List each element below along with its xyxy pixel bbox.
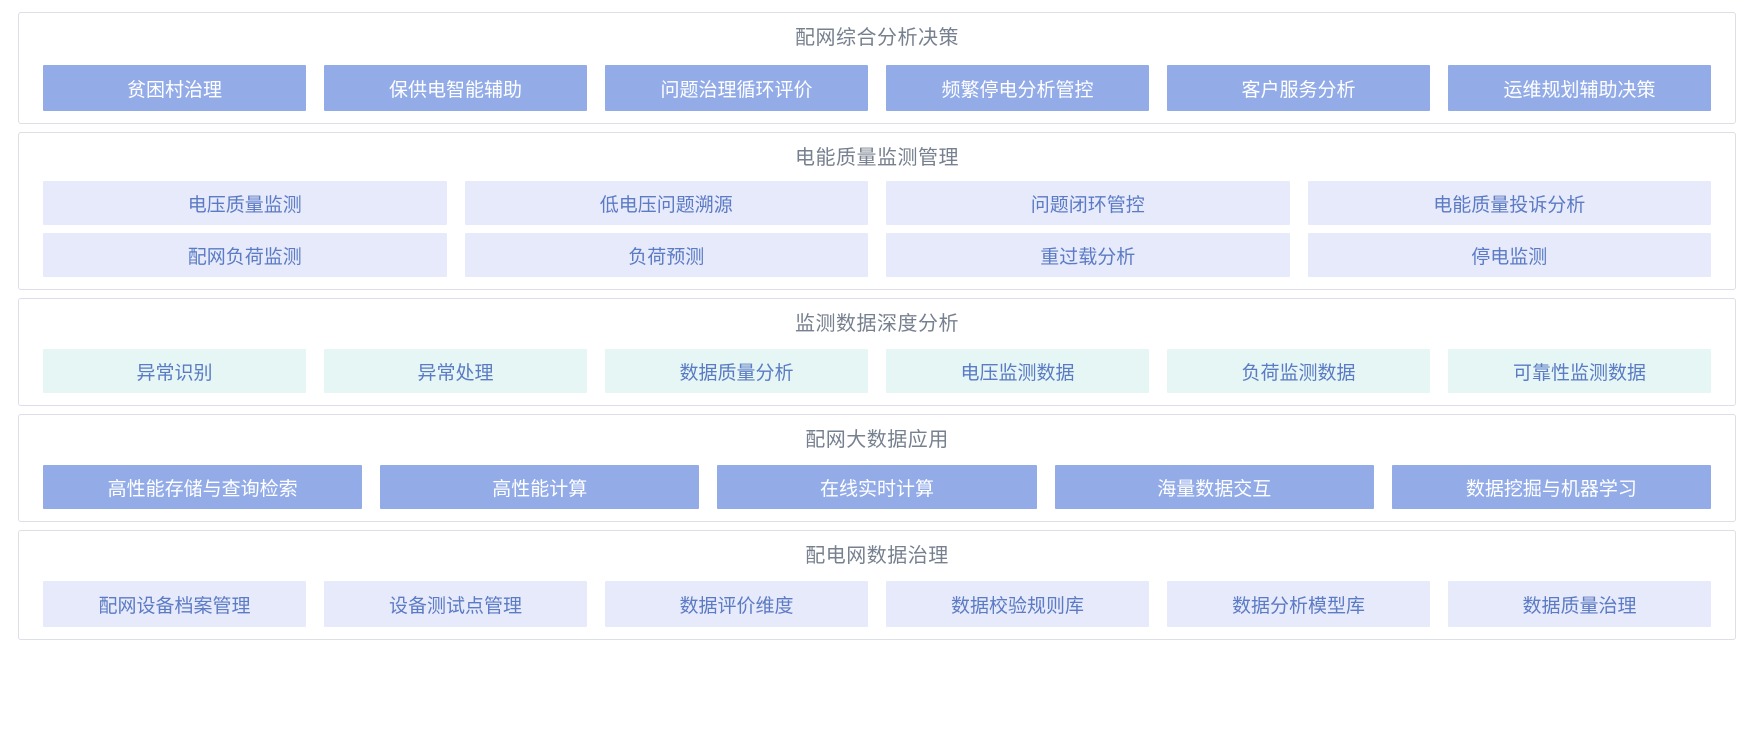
panel-1: 配网综合分析决策贫困村治理保供电智能辅助问题治理循环评价频繁停电分析管控客户服务… [18, 12, 1736, 124]
module-button[interactable]: 数据校验规则库 [886, 581, 1149, 627]
panel-title: 配网综合分析决策 [795, 27, 959, 49]
module-button[interactable]: 运维规划辅助决策 [1448, 65, 1711, 111]
panel-4: 配网大数据应用高性能存储与查询检索高性能计算在线实时计算海量数据交互数据挖掘与机… [18, 414, 1736, 522]
module-button[interactable]: 电压质量监测 [43, 181, 447, 225]
module-button[interactable]: 停电监测 [1307, 233, 1711, 277]
module-button[interactable]: 在线实时计算 [717, 465, 1037, 509]
button-row: 配网负荷监测负荷预测重过载分析停电监测 [43, 233, 1711, 277]
module-button[interactable]: 可靠性监测数据 [1448, 349, 1711, 393]
module-button[interactable]: 电能质量投诉分析 [1307, 181, 1711, 225]
module-button[interactable]: 问题治理循环评价 [605, 65, 868, 111]
module-button[interactable]: 重过载分析 [886, 233, 1290, 277]
module-button[interactable]: 客户服务分析 [1167, 65, 1430, 111]
module-button[interactable]: 数据分析模型库 [1167, 581, 1430, 627]
panel-2: 电能质量监测管理电压质量监测低电压问题溯源问题闭环管控电能质量投诉分析配网负荷监… [18, 132, 1736, 290]
button-row: 贫困村治理保供电智能辅助问题治理循环评价频繁停电分析管控客户服务分析运维规划辅助… [43, 65, 1711, 111]
module-button[interactable]: 配网设备档案管理 [43, 581, 306, 627]
module-button[interactable]: 贫困村治理 [43, 65, 306, 111]
button-row: 异常识别异常处理数据质量分析电压监测数据负荷监测数据可靠性监测数据 [43, 349, 1711, 393]
module-button[interactable]: 低电压问题溯源 [464, 181, 868, 225]
module-button[interactable]: 保供电智能辅助 [324, 65, 587, 111]
module-button[interactable]: 异常识别 [43, 349, 306, 393]
button-row: 电压质量监测低电压问题溯源问题闭环管控电能质量投诉分析 [43, 181, 1711, 225]
module-button[interactable]: 高性能计算 [380, 465, 700, 509]
panel-title: 电能质量监测管理 [795, 147, 959, 169]
panel-3: 监测数据深度分析异常识别异常处理数据质量分析电压监测数据负荷监测数据可靠性监测数… [18, 298, 1736, 406]
module-button[interactable]: 数据评价维度 [605, 581, 868, 627]
module-button[interactable]: 负荷监测数据 [1167, 349, 1430, 393]
module-button[interactable]: 高性能存储与查询检索 [43, 465, 363, 509]
module-button[interactable]: 数据质量分析 [605, 349, 868, 393]
module-button[interactable]: 电压监测数据 [886, 349, 1149, 393]
module-button[interactable]: 数据质量治理 [1448, 581, 1711, 627]
panel-5: 配电网数据治理配网设备档案管理设备测试点管理数据评价维度数据校验规则库数据分析模… [18, 530, 1736, 640]
module-button[interactable]: 负荷预测 [464, 233, 868, 277]
module-button[interactable]: 频繁停电分析管控 [886, 65, 1149, 111]
module-button[interactable]: 问题闭环管控 [886, 181, 1290, 225]
panel-title: 监测数据深度分析 [795, 313, 959, 335]
button-row: 配网设备档案管理设备测试点管理数据评价维度数据校验规则库数据分析模型库数据质量治… [43, 581, 1711, 627]
module-button[interactable]: 异常处理 [324, 349, 587, 393]
panel-title: 配电网数据治理 [805, 545, 949, 567]
module-button[interactable]: 海量数据交互 [1054, 465, 1374, 509]
module-button[interactable]: 设备测试点管理 [324, 581, 587, 627]
button-row: 高性能存储与查询检索高性能计算在线实时计算海量数据交互数据挖掘与机器学习 [43, 465, 1712, 509]
panel-title: 配网大数据应用 [805, 429, 949, 451]
module-button[interactable]: 配网负荷监测 [43, 233, 447, 277]
module-button[interactable]: 数据挖掘与机器学习 [1391, 465, 1712, 509]
